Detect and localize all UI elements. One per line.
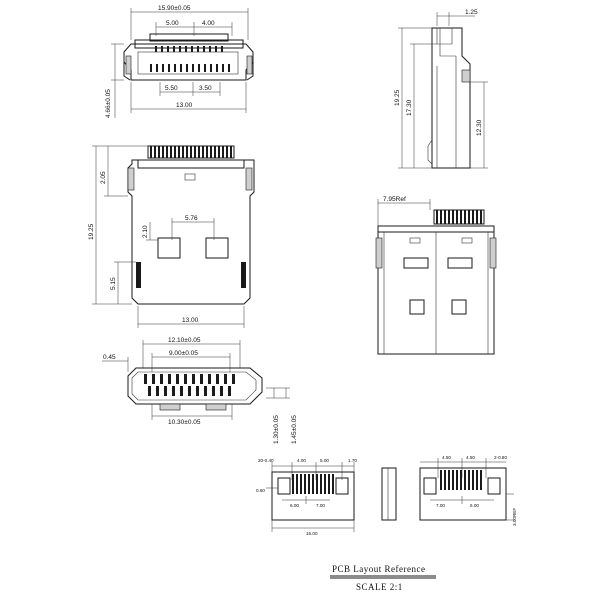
pcb-layout-right: 4.50 4.50 2-0.80 7.00 6.00 3.00REF [419,455,517,526]
pcb-right-dim-a: 4.50 [442,455,451,460]
dim-body-width: 13.00 [176,102,193,109]
pcb-left-dim-h: 16.00 [306,531,318,536]
pcb-right-pads [440,470,482,490]
front-view: 15.90±0.05 5.00 4.00 [105,5,254,118]
dim-side-tab: 1.25 [465,9,478,16]
dim-top-body-width: 13.00 [182,317,199,324]
bottom-view: 7.95Ref [375,196,497,355]
pcb-right-dim-c: 2-0.80 [494,455,507,460]
pcb-left-dim-f: 6.00 [290,503,299,508]
top-view: 5.76 2.10 19.25 2.05 5.15 13.00 [88,145,255,328]
pcb-left-dim-d: 1.70 [348,458,357,463]
pcb-layout-left: 20-0.40 4.00 5.00 1.70 0.60 6.00 7.00 16… [256,458,357,536]
pin-row-bottom [148,386,231,396]
pcb-left-dim-e: 0.60 [256,488,265,493]
pin-view: 12.10±0.05 9.00±0.05 0.45 [102,337,298,444]
pcb-right-dim-b: 4.50 [466,455,475,460]
caption: PCB Layout Reference SCALE 2:1 [330,564,436,592]
pcb-left-pads [292,474,334,494]
side-view: 1.25 19.25 17.30 12.30 [394,9,488,169]
pcb-right-dim-d: 7.00 [436,503,445,508]
pcb-left-dim-g: 7.00 [316,503,325,508]
dim-top-total-length: 19.25 [88,223,95,240]
dim-side-inner-height: 17.30 [406,99,413,116]
dim-window-height: 2.10 [142,225,149,238]
pcb-right-dim-f: 3.00REF [512,508,517,526]
dim-pin-bottom-width: 10.30±0.05 [168,419,201,426]
pcb-right-dim-e: 6.00 [470,503,479,508]
dim-front-height: 4.66±0.05 [105,89,112,118]
caption-scale: SCALE 2:1 [356,582,403,592]
pin-row-top [144,374,235,384]
dim-pin-height-b: 1.45±0.05 [291,415,298,444]
dim-overall-width: 15.90±0.05 [158,5,191,12]
dim-top-left-pitch: 5.00 [166,20,179,27]
dim-pin-height-a: 1.30±0.05 [273,415,280,444]
dim-front-offset: 2.05 [100,171,107,184]
dim-rear-height: 5.15 [110,277,117,290]
dim-window-width: 5.76 [185,215,198,222]
dim-side-total-height: 19.25 [394,89,401,106]
top-view-pin-comb [147,145,235,159]
pcb-left-dim-b: 4.00 [297,458,306,463]
dim-side-right-height: 12.30 [476,119,483,136]
caption-title: PCB Layout Reference [332,564,425,574]
pcb-left-dim-a: 20-0.40 [258,458,274,463]
pcb-side-profile [381,467,397,521]
dim-bottom-left-pitch: 5.50 [165,85,178,92]
dim-top-right-pitch: 4.00 [202,20,215,27]
dim-pin-inner-width: 9.00±0.05 [169,350,198,357]
pcb-left-dim-c: 5.00 [320,458,329,463]
front-bottom-contacts [150,64,230,72]
dim-pin-left-offset: 0.45 [103,354,116,361]
bottom-view-pin-comb [433,209,485,225]
dim-pin-overall-width: 12.10±0.05 [168,337,201,344]
dim-bottom-ref: 7.95Ref [383,196,406,203]
dim-bottom-right-pitch: 3.50 [199,85,212,92]
front-top-contacts [155,46,223,52]
